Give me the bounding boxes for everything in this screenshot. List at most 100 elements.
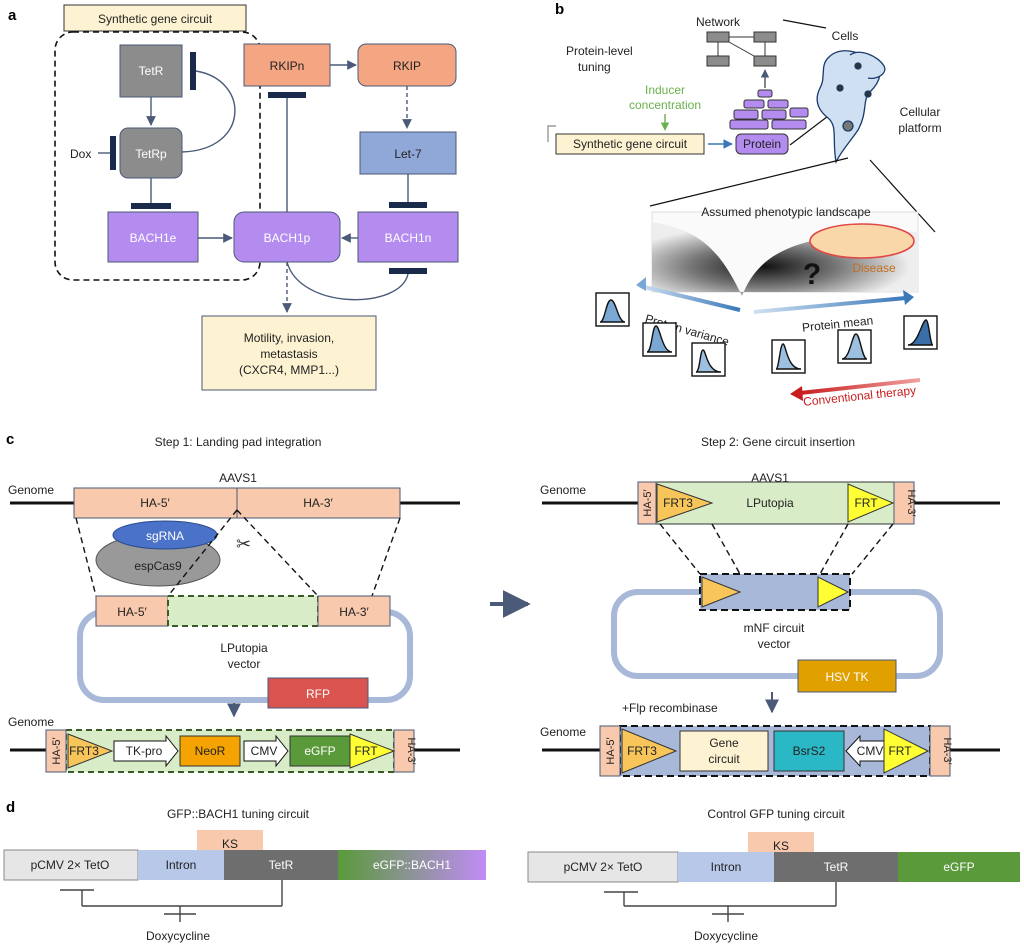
cellular-line1: Cellular [900, 105, 941, 119]
neor-label: NeoR [195, 744, 226, 758]
phenotypic-landscape [651, 211, 919, 296]
inducer-line1: Inducer [645, 83, 685, 97]
bsrs2-label: BsrS2 [793, 744, 826, 758]
protein-stack-icon [729, 89, 809, 130]
left-circuit-title: GFP::BACH1 tuning circuit [167, 807, 310, 821]
ks-label-right: KS [773, 839, 789, 853]
landscape-title: Assumed phenotypic landscape [701, 205, 871, 219]
outcome-line2: metastasis [260, 347, 317, 361]
ha3-vector-label: HA-3′ [339, 605, 369, 619]
bach1n-node [357, 211, 459, 263]
frt-triangle-2 [847, 483, 895, 523]
promoter-arrow [547, 125, 556, 142]
network-callout [782, 19, 827, 29]
bach1n-feedback-bar [389, 268, 427, 274]
outcome-line1: Motility, invasion, [244, 331, 334, 345]
rkip-label: RKIP [393, 59, 421, 73]
scissors-icon: ✂ [236, 534, 251, 554]
variance-arrowhead [636, 277, 646, 291]
ha5-label-1: HA-5′ [140, 496, 170, 510]
intron-label-left: Intron [166, 858, 197, 872]
mnf-vector-line2: vector [758, 637, 791, 651]
landscape-callout-right [869, 159, 936, 233]
frt-triangle-4 [883, 728, 930, 774]
cells-icon [816, 50, 886, 165]
gene-circuit-block [679, 730, 769, 772]
ha3-label-1: HA-3′ [303, 496, 333, 510]
genome-label-1: Genome [8, 483, 54, 497]
protein-level-line1: Protein-level [566, 44, 633, 58]
frt3-label-2: FRT3 [663, 496, 693, 510]
rkipn-node [243, 43, 331, 87]
distribution-thumbnails [595, 292, 938, 377]
genome-label-3: Genome [540, 483, 586, 497]
cmv-arrow-2 [845, 734, 889, 768]
flp-label: +Flp recombinase [622, 701, 718, 715]
bach1e-inhibit-bar [131, 203, 171, 209]
hsvtk-block [797, 659, 897, 693]
circuit-boundary [54, 31, 261, 281]
disease-label: Disease [852, 261, 896, 275]
tetr-label: TetR [139, 64, 164, 78]
lputopia-insert [167, 595, 319, 627]
genome-label-2: Genome [8, 715, 54, 729]
mnf-vector-line1: mNF circuit [744, 621, 805, 635]
doxycycline-label-left: Doxycycline [146, 929, 210, 943]
bach1n-inhibit-bar [389, 202, 427, 208]
bsrs2-block [773, 730, 845, 772]
lputopia-vector-line1: LPutopia [220, 641, 268, 655]
bach1e-label: BACH1e [130, 231, 177, 245]
intron-block-right [678, 852, 774, 882]
ha5-genome-2-label: HA-5′ [51, 737, 63, 764]
ha5-genome-3 [637, 481, 657, 525]
ha5-genome-3-label: HA-5′ [642, 489, 654, 516]
cmv-label-1: CMV [251, 744, 278, 758]
tetr-inhibit-bar [190, 52, 196, 90]
mean-arrowhead [903, 290, 914, 305]
protein-label: Protein [743, 137, 781, 151]
panel-label-a: a [8, 7, 17, 24]
ha5-genome-4-label: HA-5′ [605, 737, 617, 764]
protein-level-line2: tuning [578, 60, 611, 74]
ha3-block-1 [236, 487, 401, 519]
landscape-callout-left [649, 157, 849, 207]
frt3-triangle-4 [621, 728, 678, 774]
question-mark: ? [803, 258, 821, 291]
pcmv-label-right: pCMV 2× TetO [564, 860, 643, 874]
frt-triangle-1 [349, 733, 396, 769]
tetrp-label: TetRp [135, 147, 167, 161]
genome-label-4: Genome [540, 725, 586, 739]
protein-box [735, 133, 789, 155]
egfp-label-right: eGFP [943, 860, 974, 874]
let7-label: Let-7 [394, 147, 422, 161]
ha3-genome-2-label: HA-3′ [405, 737, 417, 764]
tetr-node [119, 44, 183, 98]
pcmv-label-left: pCMV 2× TetO [31, 858, 110, 872]
ha5-vector-label: HA-5′ [117, 605, 147, 619]
ks-label-left: KS [222, 837, 238, 851]
synthetic-circuit-label: Synthetic gene circuit [573, 137, 688, 151]
sgrna-label: sgRNA [146, 529, 184, 543]
circuit-title-box [63, 4, 247, 32]
step1-title: Step 1: Landing pad integration [155, 435, 322, 449]
dox-inhibit-bar [110, 136, 116, 170]
egfp-bach1-label: eGFP::BACH1 [373, 858, 451, 872]
cells-label: Cells [832, 29, 859, 43]
egfp-block-1 [289, 735, 351, 767]
neor-block [179, 735, 241, 767]
therapy-arrow [799, 378, 921, 395]
bach1p-feedback [286, 261, 409, 301]
ha5-block-1 [73, 487, 238, 519]
ha3-genome-4-label: HA-3′ [941, 737, 953, 764]
frt3-triangle-3 [701, 576, 742, 608]
cmv-arrow-1 [243, 734, 289, 768]
panel-label-b: b [555, 1, 564, 18]
ha3-genome-4 [929, 725, 951, 777]
let7-node [359, 131, 457, 175]
variance-arrow [639, 284, 741, 312]
lputopia-label: LPutopia [746, 496, 794, 510]
outcome-box [201, 315, 377, 391]
outcome-line3: (CXCR4, MMP1...) [239, 363, 339, 377]
right-circuit-title: Control GFP tuning circuit [707, 807, 845, 821]
espcas9-label: espCas9 [134, 559, 182, 573]
